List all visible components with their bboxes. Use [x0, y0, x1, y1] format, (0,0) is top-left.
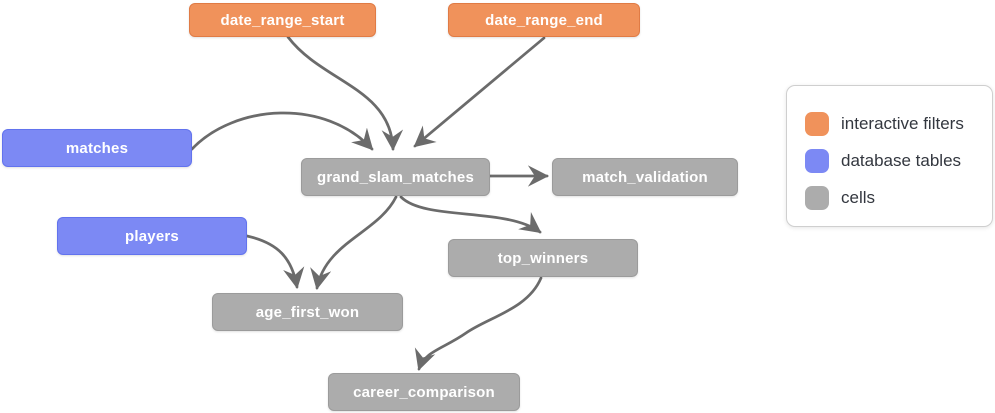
node-label: players [125, 227, 179, 245]
node-label: date_range_start [220, 11, 345, 29]
legend: interactive filters database tables cell… [786, 85, 993, 227]
edge-matches-to-grand-slam-matches [190, 111, 374, 151]
node-matches[interactable]: matches [2, 129, 192, 167]
node-grand-slam-matches[interactable]: grand_slam_matches [301, 158, 490, 196]
node-label: grand_slam_matches [316, 168, 474, 186]
orange-swatch-icon [805, 112, 829, 136]
edge-players-to-age-first-won [245, 234, 305, 289]
node-label: matches [65, 139, 129, 157]
node-label: date_range_end [485, 11, 603, 29]
edge-grand-slam-matches-to-age-first-won [310, 195, 398, 290]
node-match-validation[interactable]: match_validation [552, 158, 738, 196]
legend-item-database-tables: database tables [805, 149, 974, 173]
node-age-first-won[interactable]: age_first_won [212, 293, 403, 331]
legend-label: interactive filters [841, 114, 964, 133]
legend-item-interactive-filters: interactive filters [805, 112, 974, 136]
legend-label: cells [841, 188, 876, 207]
node-top-winners[interactable]: top_winners [448, 239, 638, 277]
legend-item-cells: cells [805, 186, 974, 210]
node-label: career_comparison [353, 383, 495, 401]
node-date-range-end[interactable]: date_range_end [448, 3, 640, 37]
edge-grand-slam-matches-to-top-winners [399, 195, 542, 234]
edge-top-winners-to-career-comparison [414, 276, 543, 371]
node-label: age_first_won [255, 303, 360, 321]
node-date-range-start[interactable]: date_range_start [189, 3, 376, 37]
legend-label: database tables [841, 151, 962, 170]
edge-date-range-start-to-grand-slam-matches [286, 35, 404, 151]
node-label: top_winners [497, 249, 589, 267]
node-label: match_validation [582, 168, 708, 186]
node-players[interactable]: players [57, 217, 247, 255]
edge-date-range-end-to-grand-slam-matches [413, 36, 546, 148]
node-career-comparison[interactable]: career_comparison [328, 373, 520, 411]
blue-swatch-icon [805, 149, 829, 173]
gray-swatch-icon [805, 186, 829, 210]
